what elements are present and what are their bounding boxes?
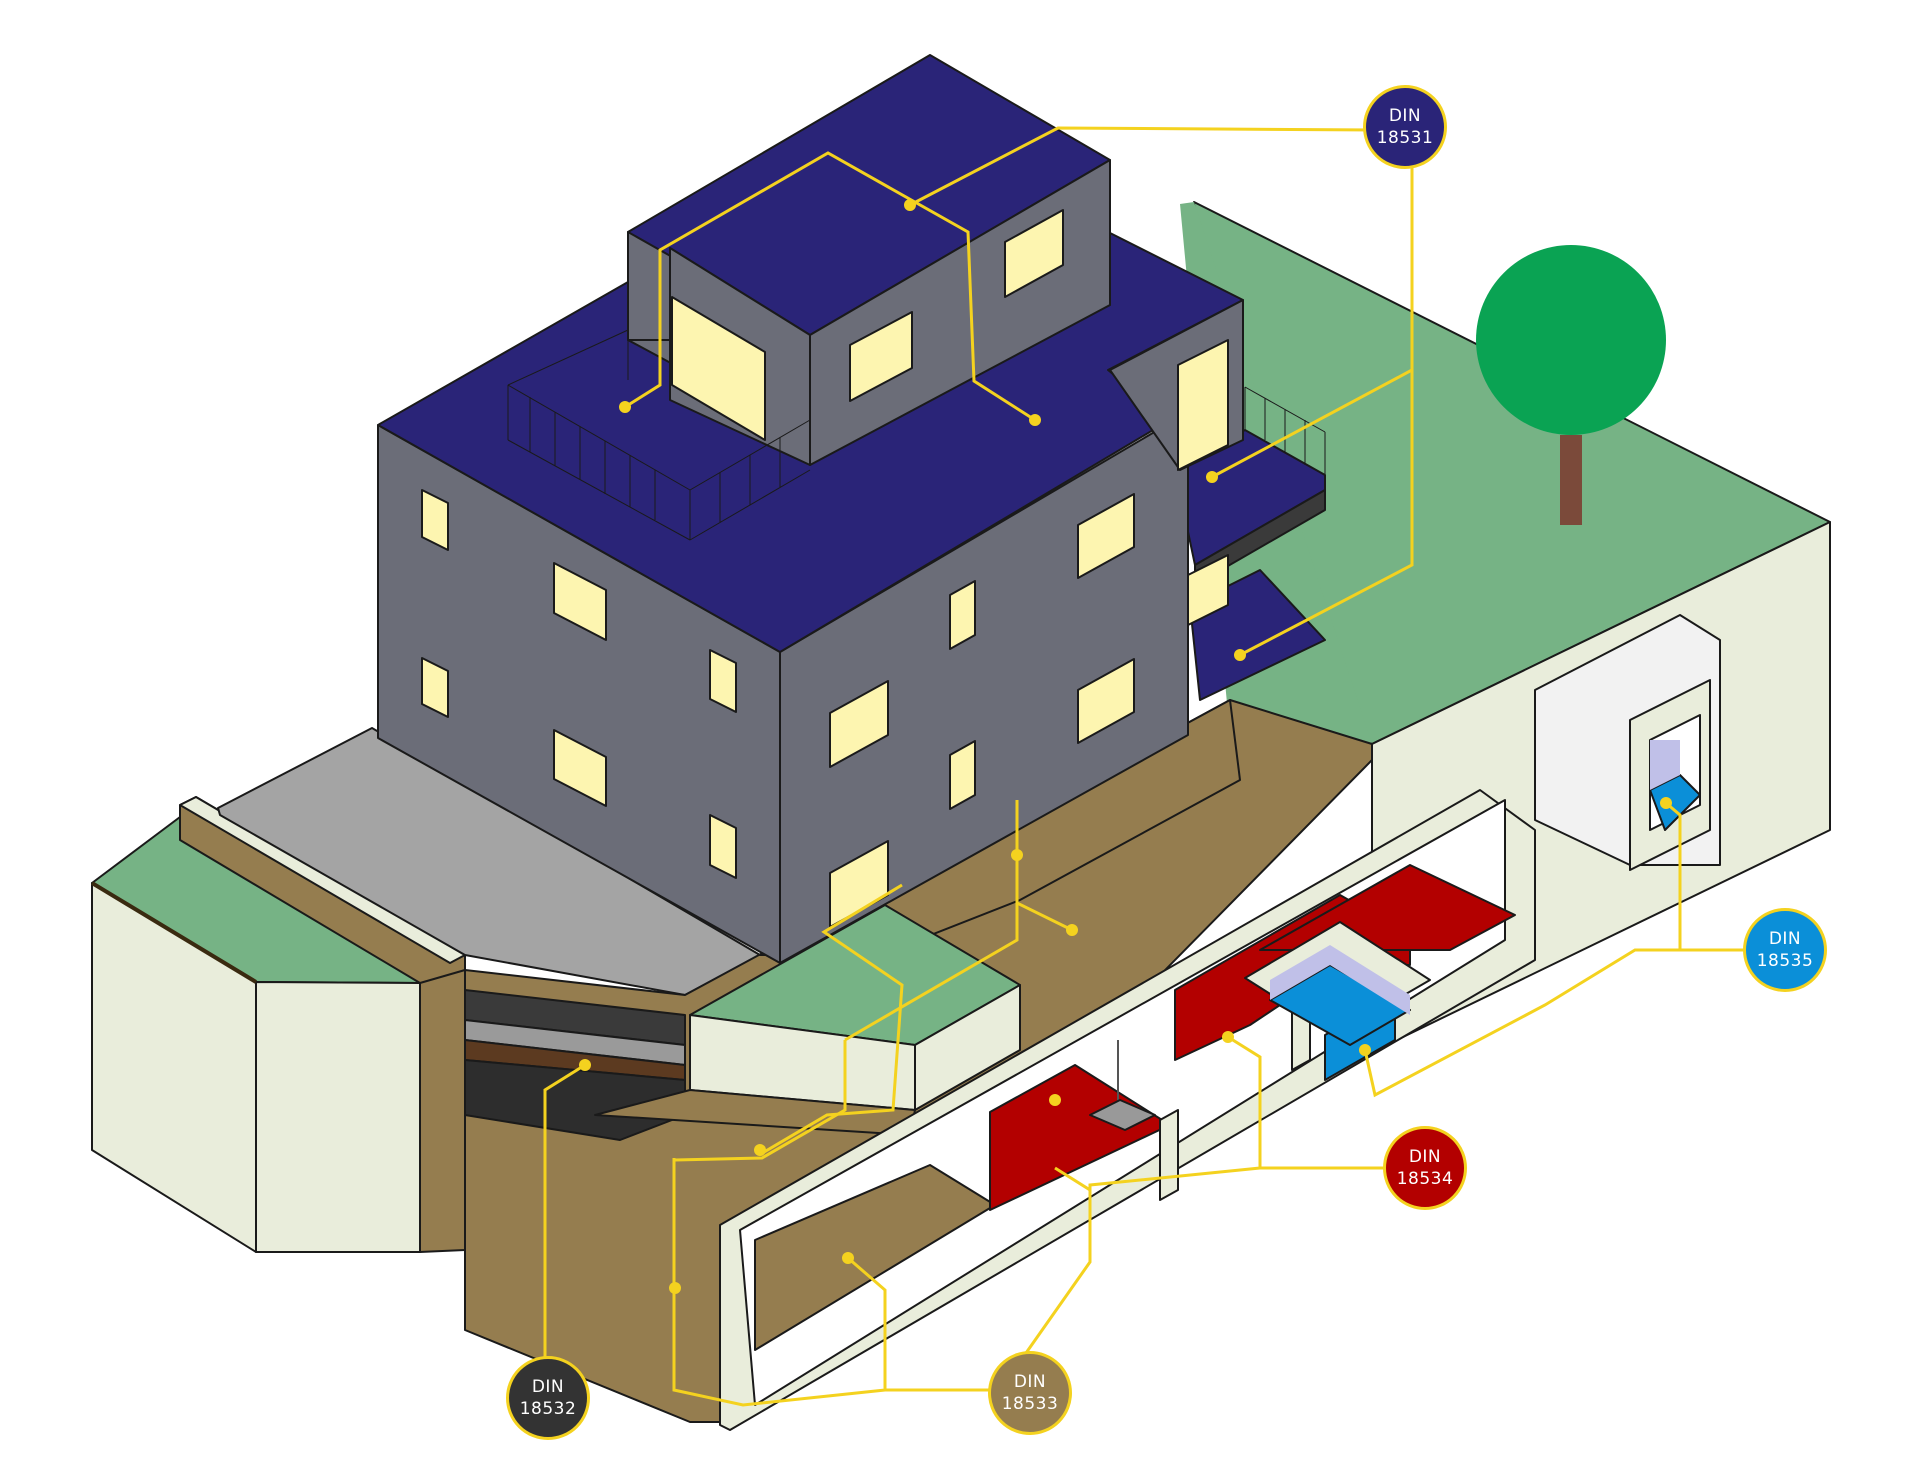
din-18534-line1: DIN [1408,1147,1442,1167]
din-18531-badge: DIN 18531 [1363,85,1447,169]
din-18534-line2: 18534 [1396,1169,1454,1189]
windows [421,209,1229,928]
din-18535-badge: DIN 18535 [1743,908,1827,992]
leader-18535-well [1665,801,1682,950]
leader-18531-upper [624,151,1036,422]
leader-18533-c [1015,855,1073,932]
leader-18533-a [674,1040,847,1162]
tree [1476,245,1666,525]
din-18532-line2: 18532 [519,1399,577,1419]
din-18532-badge: DIN 18532 [506,1356,590,1440]
leader-18531-roof [909,126,1376,207]
din-18532-line1: DIN [531,1377,565,1397]
basement-shell [719,789,1536,1431]
leader-18532 [543,1063,586,1358]
leader-18531-slab [1239,370,1414,657]
drainage-layers [464,989,686,1141]
din-18533-line2: 18533 [1001,1394,1059,1414]
din-18531-line1: DIN [1388,106,1422,126]
leader-18535-pool [1363,948,1755,1098]
din-18535-line2: 18535 [1756,951,1814,971]
tree-trunk [1560,435,1582,525]
leader-dots [579,199,1672,1294]
din-18534-badge: DIN 18534 [1383,1126,1467,1210]
din-18535-line1: DIN [1768,929,1802,949]
left-garden-block [90,816,421,1253]
leader-lines [543,126,1755,1407]
leader-18534-c [1088,1166,1261,1262]
shower-tray [1089,1099,1156,1131]
leader-18534-b [1227,1035,1400,1170]
pool-room-floor-right [1259,864,1516,951]
middle-planter [594,904,1021,1136]
din-18533-badge: DIN 18533 [988,1351,1072,1435]
din-18533-line1: DIN [1013,1372,1047,1392]
tree-crown [1476,245,1666,435]
lightwell [1534,614,1721,871]
din-18531-line2: 18531 [1376,128,1434,148]
leader-18533-d [758,883,904,1157]
leader-18533-b [844,800,1019,1042]
leader-18533-base [672,1158,887,1407]
